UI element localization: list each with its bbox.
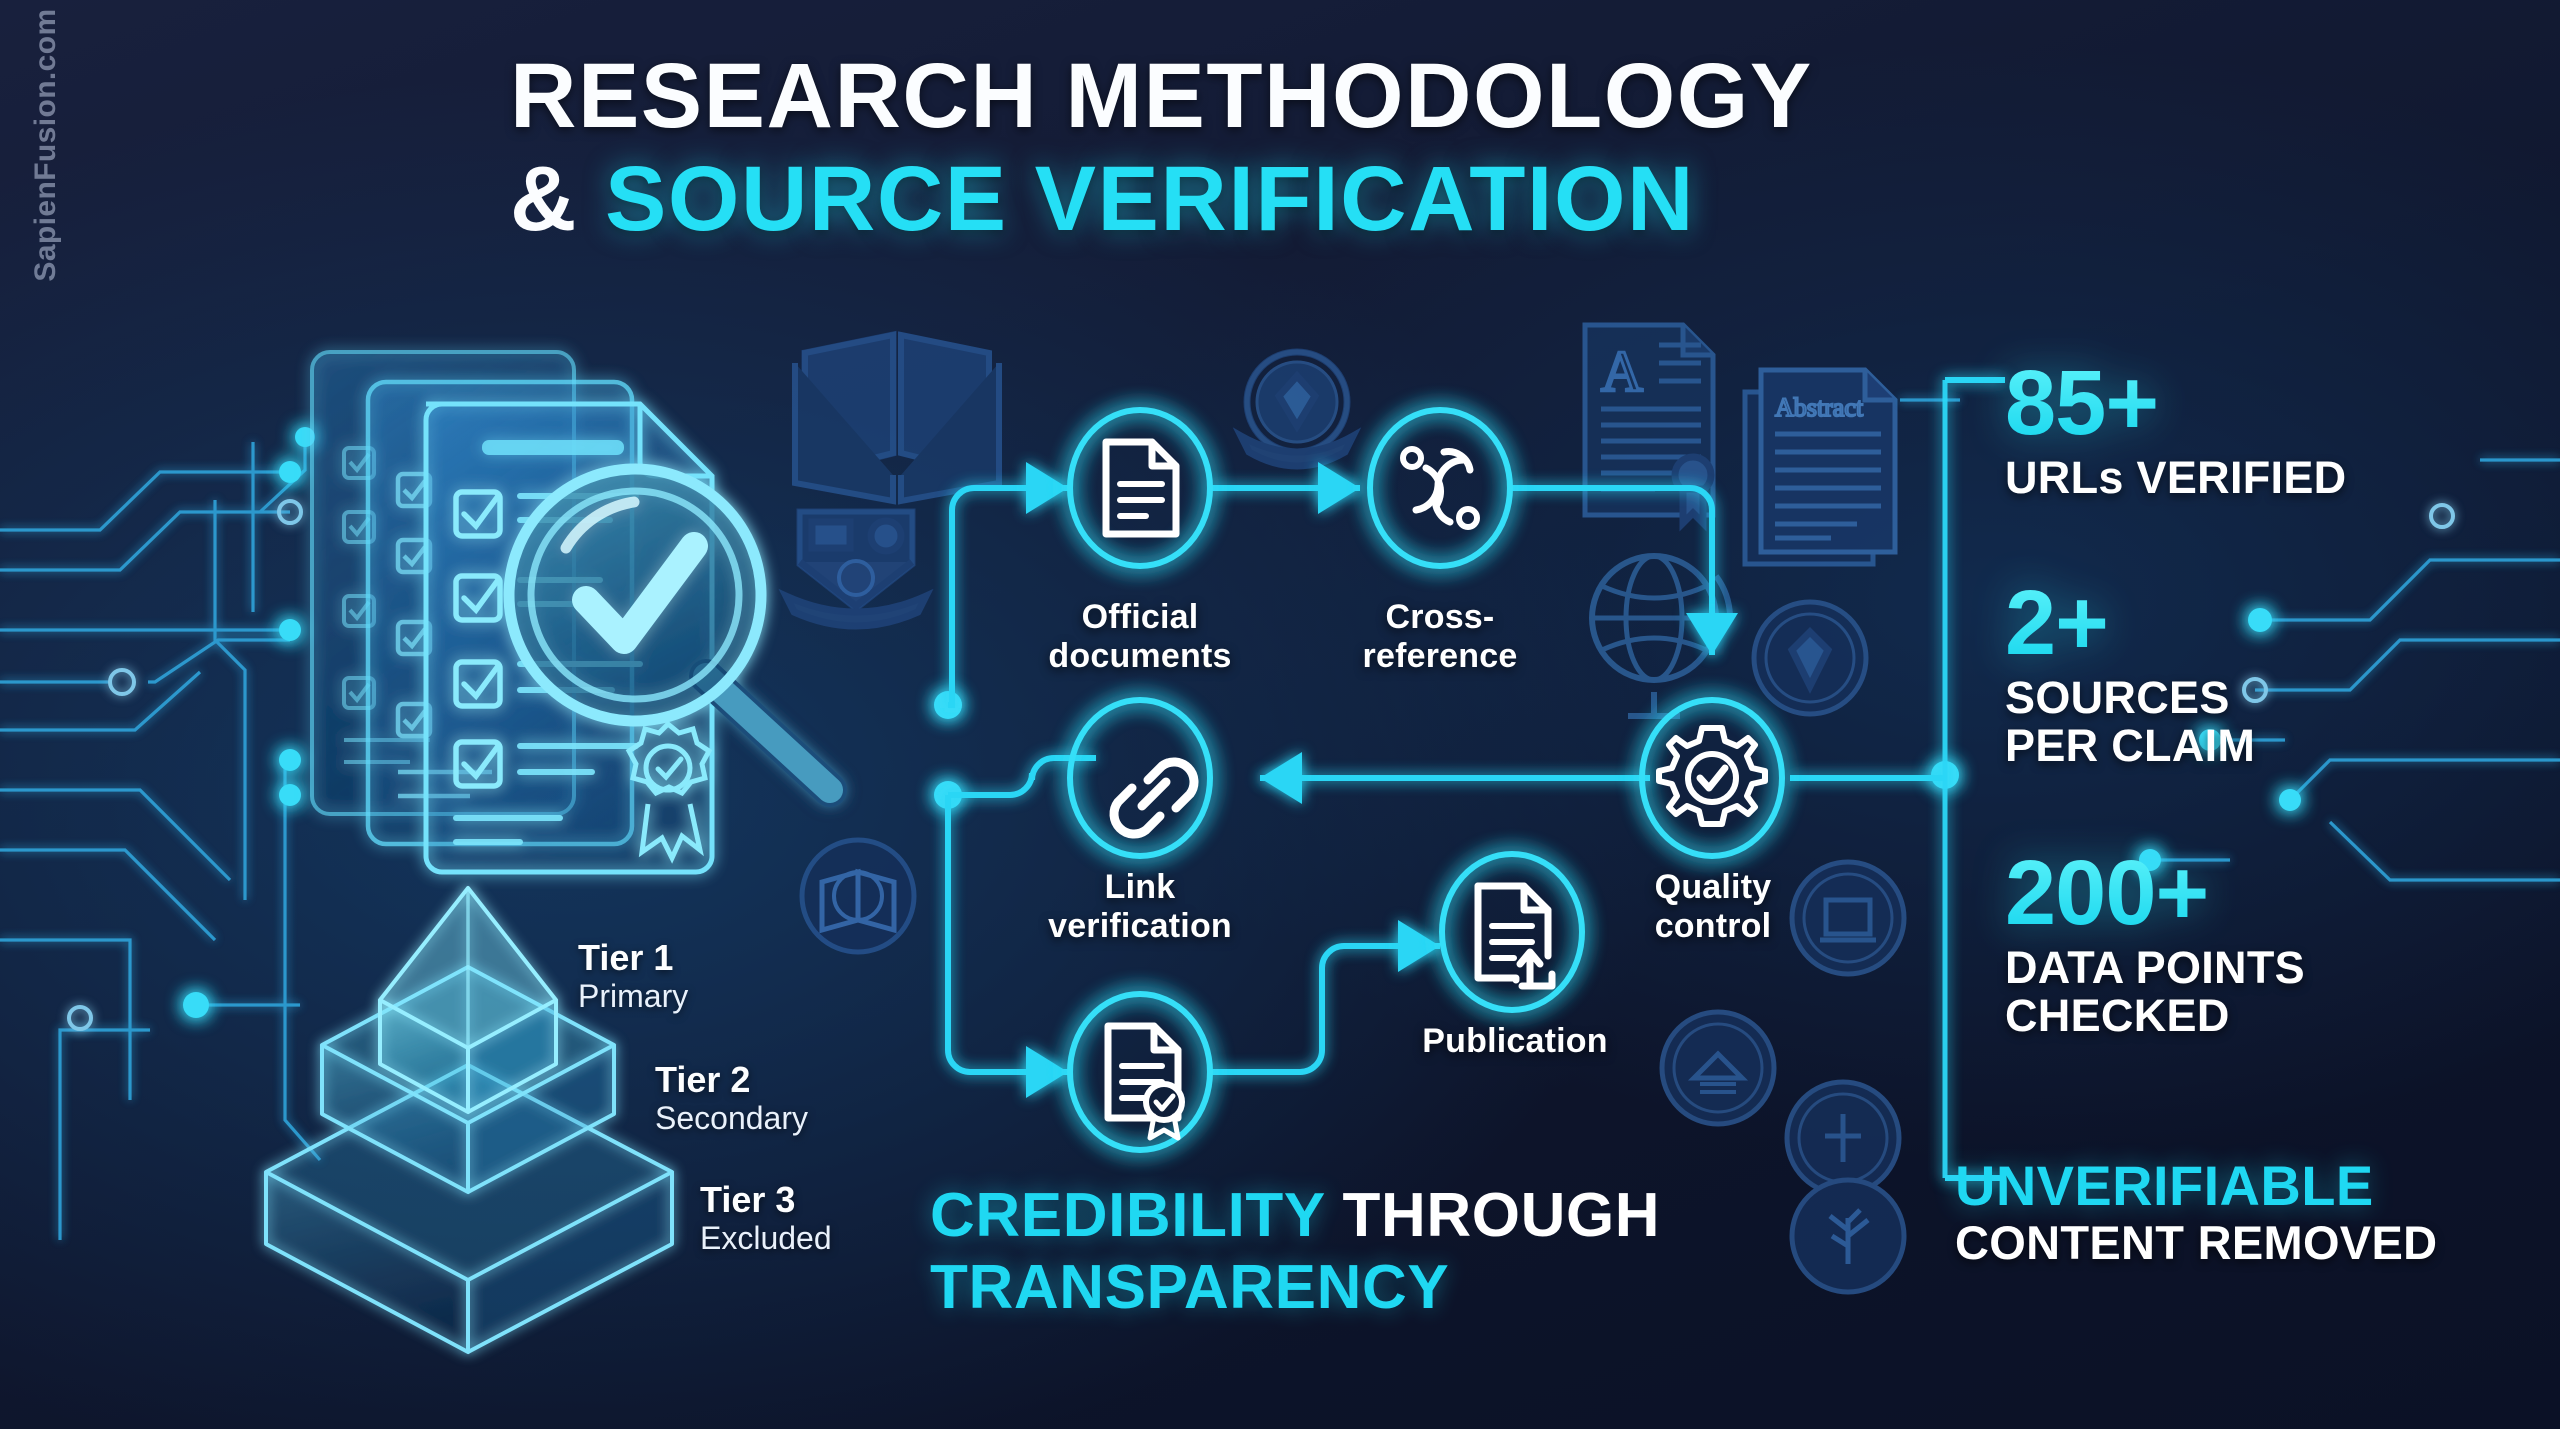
stat-caption-line-2: CHECKED [2005,990,2230,1042]
node-label-cross-reference: Cross- reference [1295,598,1585,676]
pyramid-tier-3 [264,1063,674,1354]
university-seal-icon [1659,1009,1777,1127]
tier-title: Tier 3 [700,1179,796,1220]
stat-caption-line-1: DATA POINTS [2005,942,2305,994]
node-ring-publication [1439,851,1585,1013]
stat-number: 85+ [2005,357,2346,449]
node-ring-cross-reference [1367,407,1513,569]
node-label-line-2: verification [1048,906,1232,945]
stat-caption: URLs VERIFIED [2005,452,2347,504]
magnifier-check-icon [503,463,847,807]
university-crest-icon [1232,348,1362,470]
stat-caption-line-1: SOURCES [2005,672,2230,724]
unverifiable-removed-callout: UNVERIFIABLE CONTENT REMOVED [1955,1155,2437,1269]
abstract-paper-icon: Abstract [1742,367,1898,567]
node-label-quality-control: Quality control [1570,868,1856,946]
university-seal-icon [1751,599,1869,717]
pyramid-tier-1 [378,886,558,1114]
node-label-line-1: Cross- [1385,598,1495,636]
node-label-line-2: reference [1362,636,1518,675]
title-ampersand: & [510,147,578,250]
stat-caption: SOURCES PER CLAIM [2005,674,2255,770]
tier-label-2: Tier 2 Secondary [655,1060,808,1136]
stat-caption: DATA POINTS CHECKED [2005,944,2305,1040]
stat-caption-line-2: PER CLAIM [2005,720,2256,772]
node-label-line-1: Publication [1422,1022,1608,1060]
globe-icon [1589,553,1733,719]
tagline-line-1: CREDIBILITY THROUGH [930,1180,1930,1252]
svg-text:Abstract: Abstract [1775,393,1864,422]
node-ring-certificate [1067,991,1213,1153]
stat-number: 200+ [2005,847,2305,939]
node-label-line-1: Link [1104,868,1176,906]
stat-urls-verified: 85+ URLs VERIFIED [2005,357,2347,504]
tier-title: Tier 1 [578,937,674,978]
node-label-link-verification: Link verification [975,868,1305,946]
tagline-part-2: THROUGH [1342,1181,1661,1250]
stat-data-points-checked: 200+ DATA POINTS CHECKED [2005,847,2305,1040]
document-sheet-back [310,350,576,816]
document-upload-icon [1474,882,1556,990]
gear-check-icon [1656,725,1768,827]
node-label-line-2: control [1654,906,1772,945]
tier-label-1: Tier 1 Primary [578,938,688,1014]
stat-number: 2+ [2005,577,2255,669]
title-line-1: RESEARCH METHODOLOGY [510,45,1813,147]
node-label-line-2: documents [1048,636,1232,675]
tier-subtitle: Primary [578,977,689,1014]
removed-headline: UNVERIFIABLE [1955,1154,2374,1217]
book-globe-icon [799,837,917,955]
open-book-icon [792,330,1002,505]
title-line-2: & SOURCE VERIFICATION [510,145,2070,254]
tagline-part-3: TRANSPARENCY [930,1252,1450,1322]
university-crest-icon [778,508,934,630]
document-certificate-icon [1104,1022,1185,1141]
title-highlight: SOURCE VERIFICATION [605,147,1695,250]
node-label-publication: Publication [1370,1022,1660,1061]
document-sheet-middle [365,379,635,847]
page-title: RESEARCH METHODOLOGY & SOURCE VERIFICATI… [510,48,2070,253]
brand-watermark: SapienFusion.com [29,8,62,282]
tier-title: Tier 2 [655,1059,751,1100]
certificate-a-icon: A [1582,322,1716,532]
node-label-line-1: Quality [1654,868,1772,906]
tier-subtitle: Excluded [700,1219,832,1256]
removed-subline: CONTENT REMOVED [1955,1215,2438,1269]
svg-text:A: A [1601,339,1643,404]
node-label-line-1: Official [1081,598,1199,636]
award-ribbon-icon [625,720,713,864]
tier-label-3: Tier 3 Excluded [700,1180,832,1256]
tagline-part-1: CREDIBILITY [930,1181,1325,1250]
node-ring-quality-control [1639,697,1785,859]
node-ring-official-documents [1067,407,1213,569]
stat-sources-per-claim: 2+ SOURCES PER CLAIM [2005,577,2255,770]
node-ring-link-verification [1067,697,1213,859]
node-label-official-documents: Official documents [990,598,1290,676]
tier-subtitle: Secondary [655,1099,808,1136]
document-sheet-front [423,401,715,875]
tagline: CREDIBILITY THROUGH TRANSPARENCY [930,1180,1930,1324]
document-icon [1102,438,1180,538]
university-seal-icon [1784,1079,1902,1197]
pyramid-tier-2 [320,965,616,1194]
link-network-icon [1400,446,1480,530]
chain-link-icon [1109,757,1199,839]
